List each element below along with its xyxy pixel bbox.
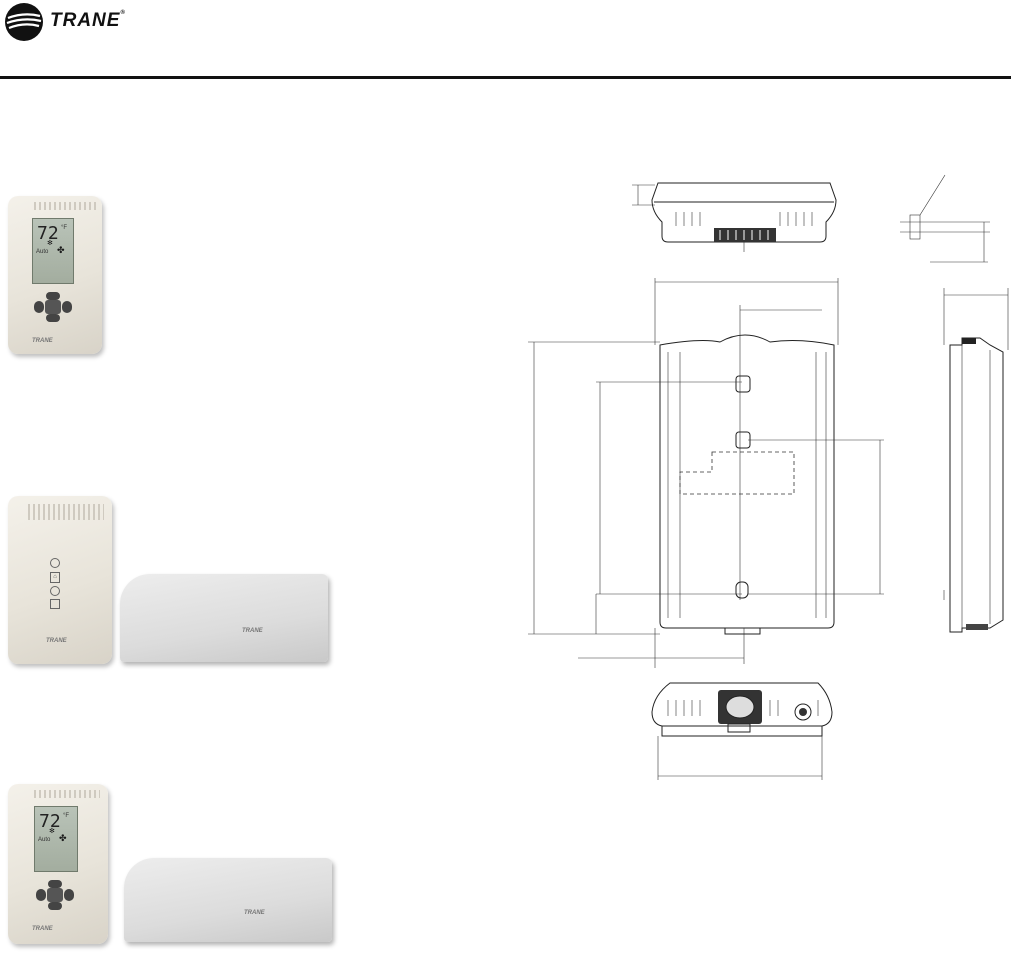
button-left	[34, 301, 44, 313]
button-right	[64, 889, 74, 901]
button-center	[47, 888, 63, 902]
lcd-temperature: 72	[39, 811, 61, 832]
product-photo-thermostat: 72 °F Auto ✤ ✻ TRANE	[8, 196, 104, 356]
lcd-mode: Auto	[36, 249, 49, 255]
vent-slots	[34, 790, 100, 798]
snowflake-icon: ✻	[49, 828, 55, 835]
page-header: TRANE®	[0, 0, 1011, 80]
top-view	[632, 182, 837, 252]
header-rule	[0, 76, 1011, 79]
wall-cover: TRANE	[120, 574, 328, 662]
product-photo-sensor: ⌂ TRANE TRANE	[8, 496, 328, 668]
sensor-body: ⌂ TRANE	[8, 496, 112, 664]
button-up	[48, 880, 62, 888]
lcd-temperature: 72	[37, 223, 59, 244]
device-brand: TRANE	[32, 926, 53, 932]
wall-cover: TRANE	[124, 858, 332, 942]
trane-logo-icon	[5, 3, 43, 41]
indicator-circle-top	[50, 558, 60, 568]
lcd-mode: Auto	[38, 837, 51, 843]
thermostat-body: 72 °F Auto ✤ ✻ TRANE	[8, 784, 108, 944]
button-pad	[34, 292, 72, 322]
occupied-icon: ⌂	[50, 572, 60, 583]
slot-detail	[900, 174, 990, 263]
button-right	[62, 301, 72, 313]
button-center	[45, 300, 61, 314]
button-left	[36, 889, 46, 901]
front-view	[528, 278, 884, 668]
bottom-view	[651, 682, 833, 780]
indicator-circle-middle	[50, 586, 60, 596]
lcd-unit: °F	[63, 813, 70, 819]
indicator-square	[50, 599, 60, 609]
snowflake-icon: ✻	[47, 240, 53, 247]
vent-slots	[34, 202, 96, 210]
button-down	[46, 314, 60, 322]
button-up	[46, 292, 60, 300]
button-down	[48, 902, 62, 910]
product-photo-thermostat-cover: 72 °F Auto ✤ ✻ TRANE TRANE	[8, 784, 332, 948]
vent-slots	[28, 504, 104, 520]
fan-icon: ✤	[57, 245, 65, 255]
lcd-display: 72 °F Auto ✤ ✻	[32, 218, 74, 284]
cover-brand: TRANE	[244, 910, 265, 916]
thermostat-body: 72 °F Auto ✤ ✻ TRANE	[8, 196, 102, 354]
device-brand: TRANE	[32, 338, 53, 344]
lcd-display: 72 °F Auto ✤ ✻	[34, 806, 78, 872]
side-view	[943, 288, 1009, 633]
button-pad	[36, 880, 74, 910]
cover-brand: TRANE	[242, 628, 263, 634]
fan-icon: ✤	[59, 833, 67, 843]
device-brand: TRANE	[46, 638, 67, 644]
lcd-unit: °F	[61, 225, 68, 231]
brand-wordmark: TRANE®	[50, 10, 126, 31]
